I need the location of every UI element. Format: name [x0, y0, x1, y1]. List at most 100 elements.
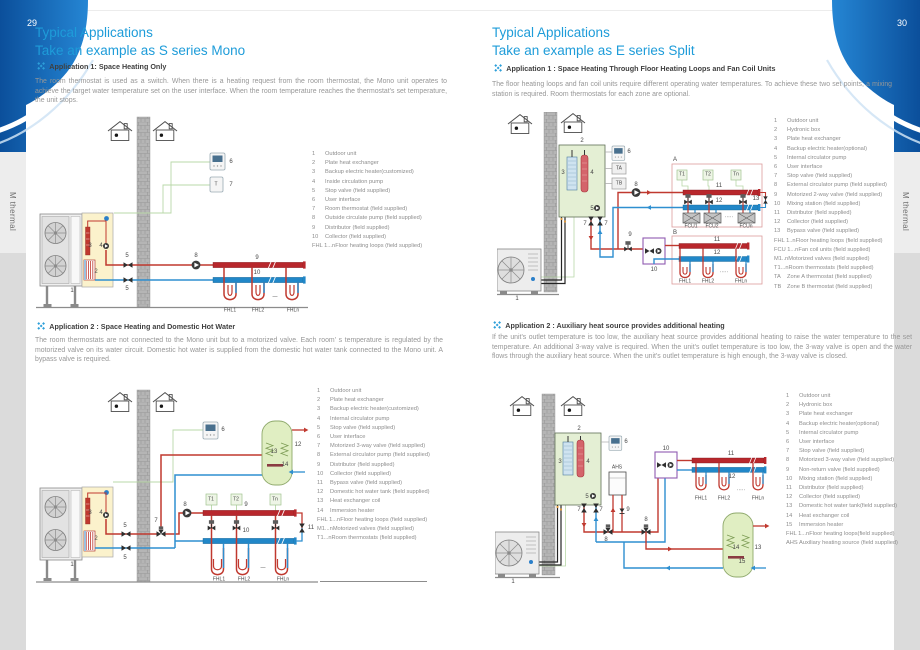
diagram-label: 13 [270, 449, 278, 455]
title-line1: Typical Applications [492, 25, 610, 40]
stop-valve [123, 262, 133, 268]
plate-heat-exchanger [566, 156, 578, 191]
stop-valve [597, 216, 603, 226]
tank-supply-pipe [645, 532, 723, 550]
floor-heating-loop [251, 267, 265, 301]
diagram-label: 9 [628, 232, 632, 238]
diagram-label: 7 [229, 182, 233, 188]
outdoor-unit [40, 488, 82, 581]
room-thermostat [209, 176, 224, 193]
diagram-label: 4 [586, 459, 590, 465]
house-icon [152, 121, 178, 141]
diagram-label: 13 [752, 196, 760, 202]
wall [136, 116, 151, 308]
diagram-label: 10 [650, 267, 658, 273]
side-tab-left: M thermal [8, 192, 17, 232]
diagram-label: 6 [229, 159, 233, 165]
user-interface [209, 152, 226, 171]
diagram-label: 2 [580, 138, 584, 144]
stop-valve [588, 216, 594, 226]
diagram-label: T1 [679, 171, 685, 178]
right-page-title: Typical Applications Take an example as … [492, 24, 695, 59]
diagram-label: FHLn [286, 307, 300, 314]
outdoor-unit [495, 531, 540, 578]
diagram-label: 8 [194, 253, 198, 259]
diagram-label: — [260, 564, 266, 571]
floor-heating-loop [223, 267, 237, 301]
diagram-label: 8 [644, 517, 648, 523]
left-app1-heading: Application 1: Space Heating Only [36, 62, 166, 71]
diagram-label: 15 [738, 559, 746, 565]
zone-b-thermostat [611, 177, 627, 190]
right-app2-body: If the unit's outlet temperature is too … [492, 334, 912, 361]
diagram-label: T2 [705, 171, 711, 178]
diagram-label: 5 [125, 286, 129, 292]
non-return-valve [619, 508, 625, 513]
right-app1-body: The floor heating loops and fan coil uni… [492, 81, 892, 98]
zone-b-box [671, 235, 763, 285]
diagram-label: 11 [715, 183, 723, 189]
diagram-label: 11 [713, 237, 721, 243]
diagram-label: 14 [281, 462, 289, 468]
diagram-label: AHS [611, 464, 623, 471]
house-icon [507, 114, 533, 134]
diagram-label: TB [615, 180, 623, 187]
diagram-label: 6 [221, 427, 225, 433]
diagram-label: 1 [70, 562, 74, 568]
stop-valve [581, 503, 587, 513]
left-corner-decoration [0, 0, 94, 152]
user-interface [611, 145, 626, 161]
floor-heating-loop [274, 515, 289, 576]
diagram-label: 1 [511, 579, 515, 585]
fan-coil-unit [682, 212, 701, 224]
title-line2: Take an example as S series Mono [35, 42, 246, 58]
house-icon [560, 396, 586, 416]
floor-heating-loop [285, 267, 299, 301]
room-thermostat [676, 169, 688, 181]
diagram-label: 8 [634, 182, 638, 188]
circulation-pump [590, 493, 596, 499]
backup-heater [576, 439, 585, 478]
zone-a-box [671, 163, 763, 228]
floor-heating-loop [702, 248, 714, 279]
diagram-label: FHL1 [678, 278, 692, 285]
plate-heat-exchanger [562, 441, 574, 476]
app-heading-text: Application 2 : Space Heating and Domest… [49, 322, 236, 331]
stop-valve [121, 545, 131, 551]
diagram-label: 12 [715, 198, 723, 204]
stop-valve [121, 531, 131, 537]
diagram-label: 3 [88, 510, 92, 516]
backup-heater [85, 226, 91, 256]
wall [136, 389, 151, 583]
app-marker-icon [495, 323, 499, 328]
bypass-pipe [760, 191, 767, 200]
diagram-label: FHL1 [212, 576, 226, 583]
diagram-label: FHLn [734, 278, 748, 285]
floor-heating-loop [718, 463, 730, 491]
stop-valve [593, 503, 599, 513]
right-app1-heading: Application 1 : Space Heating Through Fl… [493, 64, 775, 73]
diagram-label: — [272, 293, 278, 300]
diagram-label: ····· [736, 487, 746, 494]
outdoor-unit [40, 214, 82, 307]
